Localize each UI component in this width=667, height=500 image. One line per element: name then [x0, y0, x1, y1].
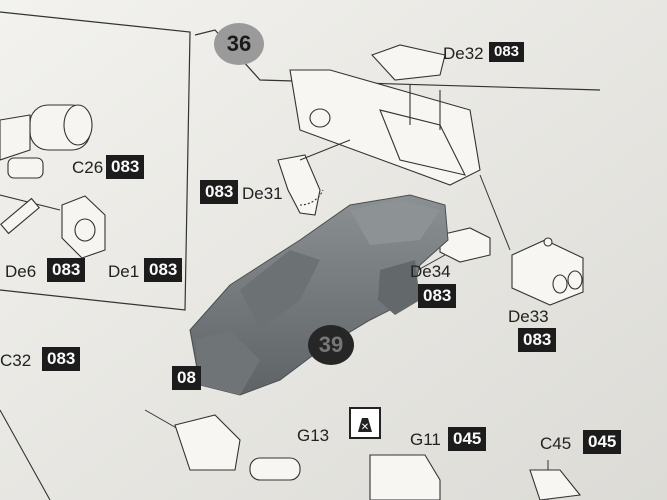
- part-label-de32: De32: [443, 44, 484, 63]
- code-box-c32: 083: [42, 347, 81, 371]
- part-label-c26: C26: [72, 158, 104, 177]
- part-label-de33: De33: [508, 307, 549, 326]
- part-c26-drawing: [0, 104, 93, 179]
- code-box-de6: 083: [47, 258, 86, 282]
- part-label-de6: De6: [5, 262, 37, 281]
- step-number-badge-partial: 39: [308, 325, 354, 365]
- plastic-model-part: [189, 194, 449, 396]
- part-label-c32: C32: [0, 351, 32, 370]
- part-label-c45: C45: [540, 434, 572, 453]
- part-de34-drawing: [439, 227, 491, 263]
- part-label-de1: De1: [108, 262, 140, 281]
- bottom-parts-drawing: [0, 409, 582, 500]
- part-de1-drawing: [0, 194, 106, 259]
- code-box-c26: 083: [106, 155, 145, 179]
- part-label-g11: G11: [410, 430, 441, 449]
- part-label-g13: G13: [297, 426, 330, 445]
- no-glue-icon: ✕: [349, 407, 381, 439]
- step-number-badge: 36: [214, 23, 264, 65]
- code-box-de31: 083: [200, 180, 239, 204]
- code-box-de32: 083: [489, 42, 525, 62]
- code-box-c45: 045: [583, 430, 622, 454]
- part-label-de31: De31: [242, 184, 283, 203]
- code-box-g11: 045: [448, 427, 487, 451]
- svg-text:✕: ✕: [361, 422, 369, 433]
- code-box-de1: 083: [144, 258, 183, 282]
- part-de31-drawing: [277, 154, 324, 216]
- code-box-partial: 08: [172, 366, 201, 390]
- part-label-de34: De34: [410, 262, 451, 281]
- part-de32-drawing: [289, 44, 481, 186]
- part-de33-drawing: [511, 237, 584, 306]
- code-box-de34: 083: [418, 284, 457, 308]
- code-box-de33: 083: [518, 328, 557, 352]
